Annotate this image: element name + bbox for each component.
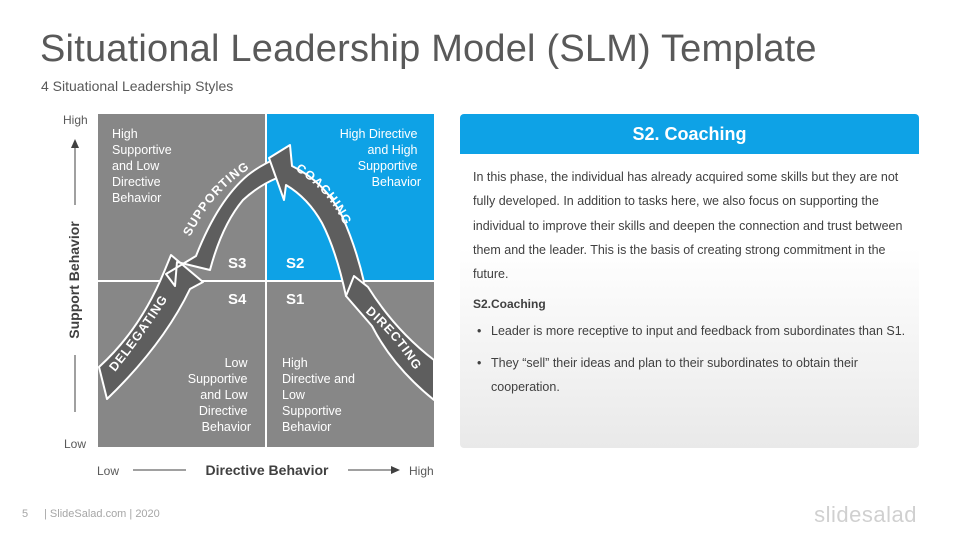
footer-source: | SlideSalad.com | 2020 bbox=[44, 508, 160, 520]
quadrant-bottom-right-text: High Directive and Low Supportive Behavi… bbox=[282, 356, 358, 434]
panel-header: S2. Coaching bbox=[460, 114, 919, 154]
x-axis-label: Directive Behavior bbox=[206, 462, 329, 478]
y-axis-label: Support Behavior bbox=[66, 221, 82, 339]
arrow-delegating bbox=[98, 254, 204, 400]
stage-s2: S2 bbox=[286, 255, 304, 272]
panel-subheading: S2.Coaching bbox=[473, 297, 546, 312]
slide-subtitle: 4 Situational Leadership Styles bbox=[41, 78, 234, 94]
quadrant-top-left-text: High Supportive and Low Directive Behavi… bbox=[112, 127, 175, 205]
curve-band bbox=[98, 144, 435, 401]
panel-bullets: Leader is more receptive to input and fe… bbox=[473, 319, 907, 399]
x-axis-arrowhead bbox=[391, 466, 400, 474]
panel-paragraph: In this phase, the individual has alread… bbox=[473, 170, 903, 282]
panel-body: In this phase, the individual has alread… bbox=[460, 154, 919, 399]
quadrant-top-right-text: High Directive and High Supportive Behav… bbox=[340, 127, 421, 189]
x-axis-high: High bbox=[409, 464, 434, 478]
quadrant-bottom-left-text: Low Supportive and Low Directive Behavio… bbox=[188, 356, 251, 434]
brand-logo: slidesalad bbox=[814, 502, 917, 527]
bullet-item: They “sell” their ideas and plan to thei… bbox=[473, 351, 907, 399]
y-axis-high: High bbox=[63, 113, 88, 127]
arrow-directing bbox=[345, 275, 435, 401]
stage-s4: S4 bbox=[228, 291, 247, 308]
stage-s3: S3 bbox=[228, 255, 246, 272]
slide-title: Situational Leadership Model (SLM) Templ… bbox=[40, 28, 817, 70]
arrow-coaching bbox=[268, 144, 365, 297]
bullet-item: Leader is more receptive to input and fe… bbox=[473, 319, 907, 343]
y-axis-arrowhead bbox=[71, 139, 79, 148]
y-axis-low: Low bbox=[64, 437, 86, 451]
x-axis-low: Low bbox=[97, 464, 119, 478]
stage-s1: S1 bbox=[286, 291, 304, 308]
coaching-panel: S2. Coaching In this phase, the individu… bbox=[460, 114, 919, 448]
page-number: 5 bbox=[22, 508, 29, 520]
